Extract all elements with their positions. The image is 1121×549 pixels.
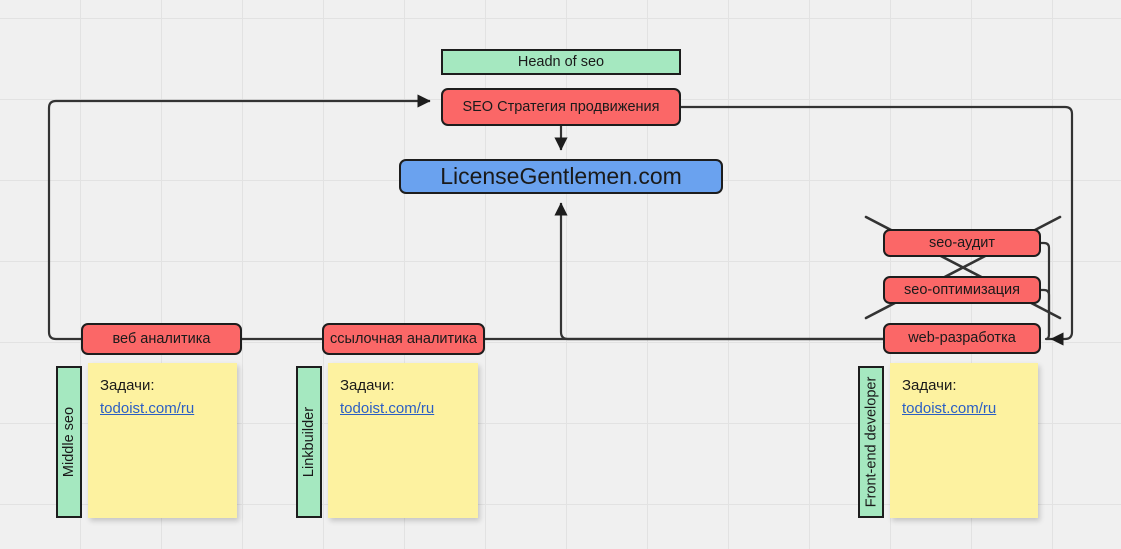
node-seo-optimization[interactable]: seo-оптимизация (883, 276, 1041, 304)
sticky-note-linkbuilder-tasks[interactable]: Задачи: todoist.com/ru (328, 363, 478, 518)
sticky-note-title: Задачи: (340, 377, 395, 394)
node-web-development-label: web-разработка (908, 330, 1016, 347)
connector-seo-optimization-bracket (1041, 288, 1051, 334)
node-link-analytics[interactable]: ссылочная аналитика (322, 323, 485, 355)
todoist-link[interactable]: todoist.com/ru (902, 399, 997, 417)
connector-seo-audit-bracket (1041, 241, 1051, 341)
sticky-note-title: Задачи: (902, 377, 957, 394)
node-license-gentlemen[interactable]: LicenseGentlemen.com (399, 159, 723, 194)
sticky-note-title: Задачи: (100, 377, 155, 394)
connector-web-analytics-to-seo-strategy (47, 94, 431, 341)
node-license-gentlemen-label: LicenseGentlemen.com (440, 163, 682, 190)
sticky-note-middle-seo-tasks[interactable]: Задачи: todoist.com/ru (88, 363, 237, 518)
node-web-analytics[interactable]: веб аналитика (81, 323, 242, 355)
node-seo-audit[interactable]: seo-аудит (883, 229, 1041, 257)
node-head-of-seo[interactable]: Headn of seo (441, 49, 681, 75)
node-web-development[interactable]: web-разработка (883, 323, 1041, 354)
role-label-front-end-developer-text: Front-end developer (863, 376, 880, 508)
node-web-analytics-label: веб аналитика (112, 330, 211, 347)
role-label-middle-seo-text: Middle seo (61, 406, 77, 478)
role-label-middle-seo[interactable]: Middle seo (56, 366, 82, 518)
sticky-note-front-end-tasks[interactable]: Задачи: todoist.com/ru (890, 363, 1038, 518)
role-label-linkbuilder[interactable]: Linkbuilder (296, 366, 322, 518)
connector-web-development-to-license (554, 202, 883, 341)
node-link-analytics-label: ссылочная аналитика (330, 330, 477, 347)
node-head-of-seo-label: Headn of seo (517, 53, 605, 70)
node-seo-strategy[interactable]: SEO Стратегия продвижения (441, 88, 681, 126)
role-label-linkbuilder-text: Linkbuilder (301, 406, 318, 478)
node-seo-audit-label: seo-аудит (928, 234, 996, 251)
todoist-link[interactable]: todoist.com/ru (100, 399, 195, 417)
role-label-front-end-developer[interactable]: Front-end developer (858, 366, 884, 518)
node-seo-optimization-label: seo-оптимизация (904, 281, 1020, 298)
node-seo-strategy-label: SEO Стратегия продвижения (462, 98, 660, 115)
todoist-link[interactable]: todoist.com/ru (340, 399, 435, 417)
connector-seo-strategy-to-web-development (681, 105, 1074, 346)
